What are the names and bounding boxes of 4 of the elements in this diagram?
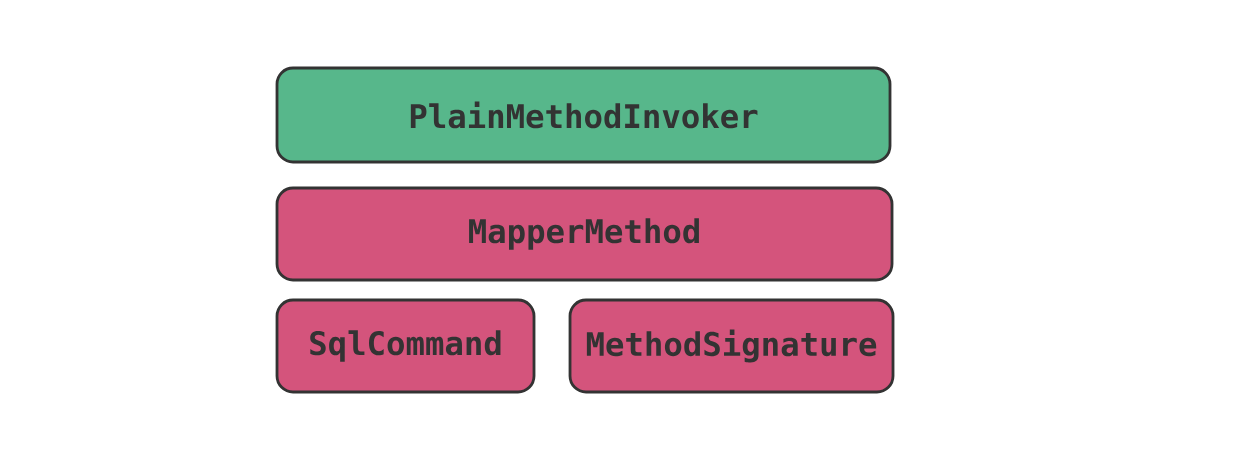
- class-box: PlainMethodInvoker: [275, 66, 892, 164]
- class-box: MethodSignature: [568, 298, 895, 394]
- class-box: MapperMethod: [275, 186, 894, 282]
- class-box: SqlCommand: [275, 298, 536, 394]
